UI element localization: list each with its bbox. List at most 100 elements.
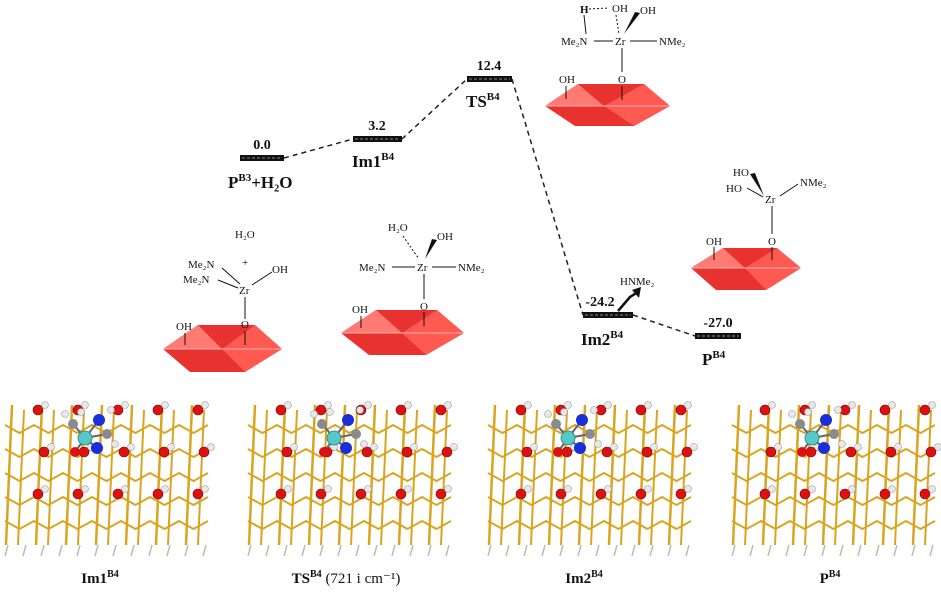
hydrogen-atom bbox=[327, 409, 334, 416]
hydrogen-atom bbox=[531, 444, 538, 451]
panel-ts bbox=[248, 402, 458, 557]
hydrogen-atom bbox=[291, 444, 298, 451]
chem-text: H₂O bbox=[388, 222, 408, 234]
oxygen-atom bbox=[436, 405, 446, 415]
oxygen-atom bbox=[153, 405, 163, 415]
oxygen-atom bbox=[920, 489, 930, 499]
hydrogen-atom bbox=[48, 444, 55, 451]
chem-text: O bbox=[241, 319, 249, 331]
zirconium-atom bbox=[327, 431, 341, 445]
level-label-ts: TSB4 bbox=[466, 91, 500, 111]
carbon-atom bbox=[102, 429, 112, 439]
hydrogen-atom bbox=[361, 441, 368, 448]
oxygen-atom bbox=[880, 405, 890, 415]
chem-text: Me₂N bbox=[359, 262, 385, 274]
oxygen-atom bbox=[602, 447, 612, 457]
oxygen-atom bbox=[760, 489, 770, 499]
energy-value: -24.2 bbox=[585, 295, 614, 310]
structure-im1: H₂O OH Me₂N Zr NMe₂ O OH bbox=[341, 222, 485, 355]
energy-value: 3.2 bbox=[368, 119, 386, 134]
chem-text: OH bbox=[640, 5, 656, 17]
hydrogen-atom bbox=[285, 486, 292, 493]
hydrogen-atom bbox=[645, 486, 652, 493]
chem-text: H₂O bbox=[235, 229, 255, 241]
hydrogen-atom bbox=[365, 486, 372, 493]
atomistic-panels bbox=[5, 402, 941, 557]
hydrogen-atom bbox=[605, 486, 612, 493]
nitrogen-atom bbox=[818, 442, 830, 454]
hydrogen-atom bbox=[82, 402, 89, 409]
hydrogen-atom bbox=[128, 444, 135, 451]
chem-text: HO bbox=[733, 167, 749, 179]
hydrogen-atom bbox=[809, 486, 816, 493]
hydrogen-atom bbox=[405, 402, 412, 409]
hydrogen-atom bbox=[112, 441, 119, 448]
hydrogen-atom bbox=[561, 409, 568, 416]
oxygen-atom bbox=[33, 405, 43, 415]
hydrogen-atom bbox=[42, 402, 49, 409]
level-label-pb4: PB4 bbox=[702, 349, 726, 369]
hydrogen-atom bbox=[685, 402, 692, 409]
chem-text: Me₂N bbox=[561, 36, 587, 48]
hydrogen-atom bbox=[769, 486, 776, 493]
level-label-im2: Im2B4 bbox=[581, 329, 624, 349]
carbon-atom bbox=[317, 419, 327, 429]
oxygen-atom bbox=[362, 447, 372, 457]
zirconium-atom bbox=[561, 431, 575, 445]
oxygen-atom bbox=[886, 447, 896, 457]
hydrogen-atom bbox=[595, 441, 602, 448]
chem-text: O bbox=[420, 301, 428, 313]
chem-text: + bbox=[242, 257, 248, 269]
hydrogen-atom bbox=[929, 402, 936, 409]
oxygen-atom bbox=[636, 489, 646, 499]
hydrogen-atom bbox=[849, 402, 856, 409]
oxygen-atom bbox=[119, 447, 129, 457]
hydrogen-atom bbox=[168, 444, 175, 451]
oxygen-atom bbox=[356, 489, 366, 499]
hydrogen-atom bbox=[311, 411, 318, 418]
oxygen-atom bbox=[676, 489, 686, 499]
hydrogen-atom bbox=[545, 411, 552, 418]
oxygen-atom bbox=[636, 405, 646, 415]
oxygen-atom bbox=[193, 489, 203, 499]
chem-text: OH bbox=[352, 304, 368, 316]
structure-product: HO HO NMe₂ Zr O OH bbox=[691, 167, 827, 290]
caption-im2: Im2B4 bbox=[565, 569, 603, 587]
hydrogen-atom bbox=[775, 444, 782, 451]
oxygen-atom bbox=[319, 447, 329, 457]
hydrogen-atom bbox=[445, 486, 452, 493]
hydrogen-atom bbox=[122, 486, 129, 493]
level-bar-pb4 bbox=[695, 333, 741, 339]
hydrogen-atom bbox=[809, 402, 816, 409]
level-label-pb3: PB3+H₂O bbox=[228, 172, 292, 192]
zirconium-atom bbox=[78, 431, 92, 445]
hydrogen-atom bbox=[769, 402, 776, 409]
hydrogen-atom bbox=[651, 444, 658, 451]
oxygen-atom bbox=[562, 447, 572, 457]
chem-text: Zr bbox=[239, 285, 250, 297]
nitrogen-atom bbox=[340, 442, 352, 454]
hydrogen-atom bbox=[685, 486, 692, 493]
hydrogen-atom bbox=[839, 441, 846, 448]
oxygen-atom bbox=[276, 405, 286, 415]
level-bar-im1 bbox=[353, 136, 402, 142]
nitrogen-atom bbox=[574, 442, 586, 454]
carbon-atom bbox=[351, 429, 361, 439]
energy-value: -27.0 bbox=[703, 316, 732, 331]
oxygen-atom bbox=[556, 489, 566, 499]
oxygen-atom bbox=[39, 447, 49, 457]
captions: Im1B4 TSB4 (721 i cm⁻¹) Im2B4 PB4 bbox=[81, 569, 840, 587]
energy-value: 12.4 bbox=[477, 59, 502, 74]
panel-im2 bbox=[488, 402, 698, 557]
connector-line bbox=[284, 139, 353, 158]
nitrogen-atom bbox=[93, 414, 105, 426]
level-label-im1: Im1B4 bbox=[352, 151, 395, 171]
oxygen-atom bbox=[516, 405, 526, 415]
carbon-atom bbox=[551, 419, 561, 429]
hydrogen-atom bbox=[405, 486, 412, 493]
oxygen-atom bbox=[516, 489, 526, 499]
connector-line bbox=[633, 315, 695, 336]
structure-ts: H OH OH Me₂N Zr NMe₂ O OH bbox=[545, 3, 686, 126]
hydrogen-atom bbox=[365, 402, 372, 409]
carbon-atom bbox=[68, 419, 78, 429]
